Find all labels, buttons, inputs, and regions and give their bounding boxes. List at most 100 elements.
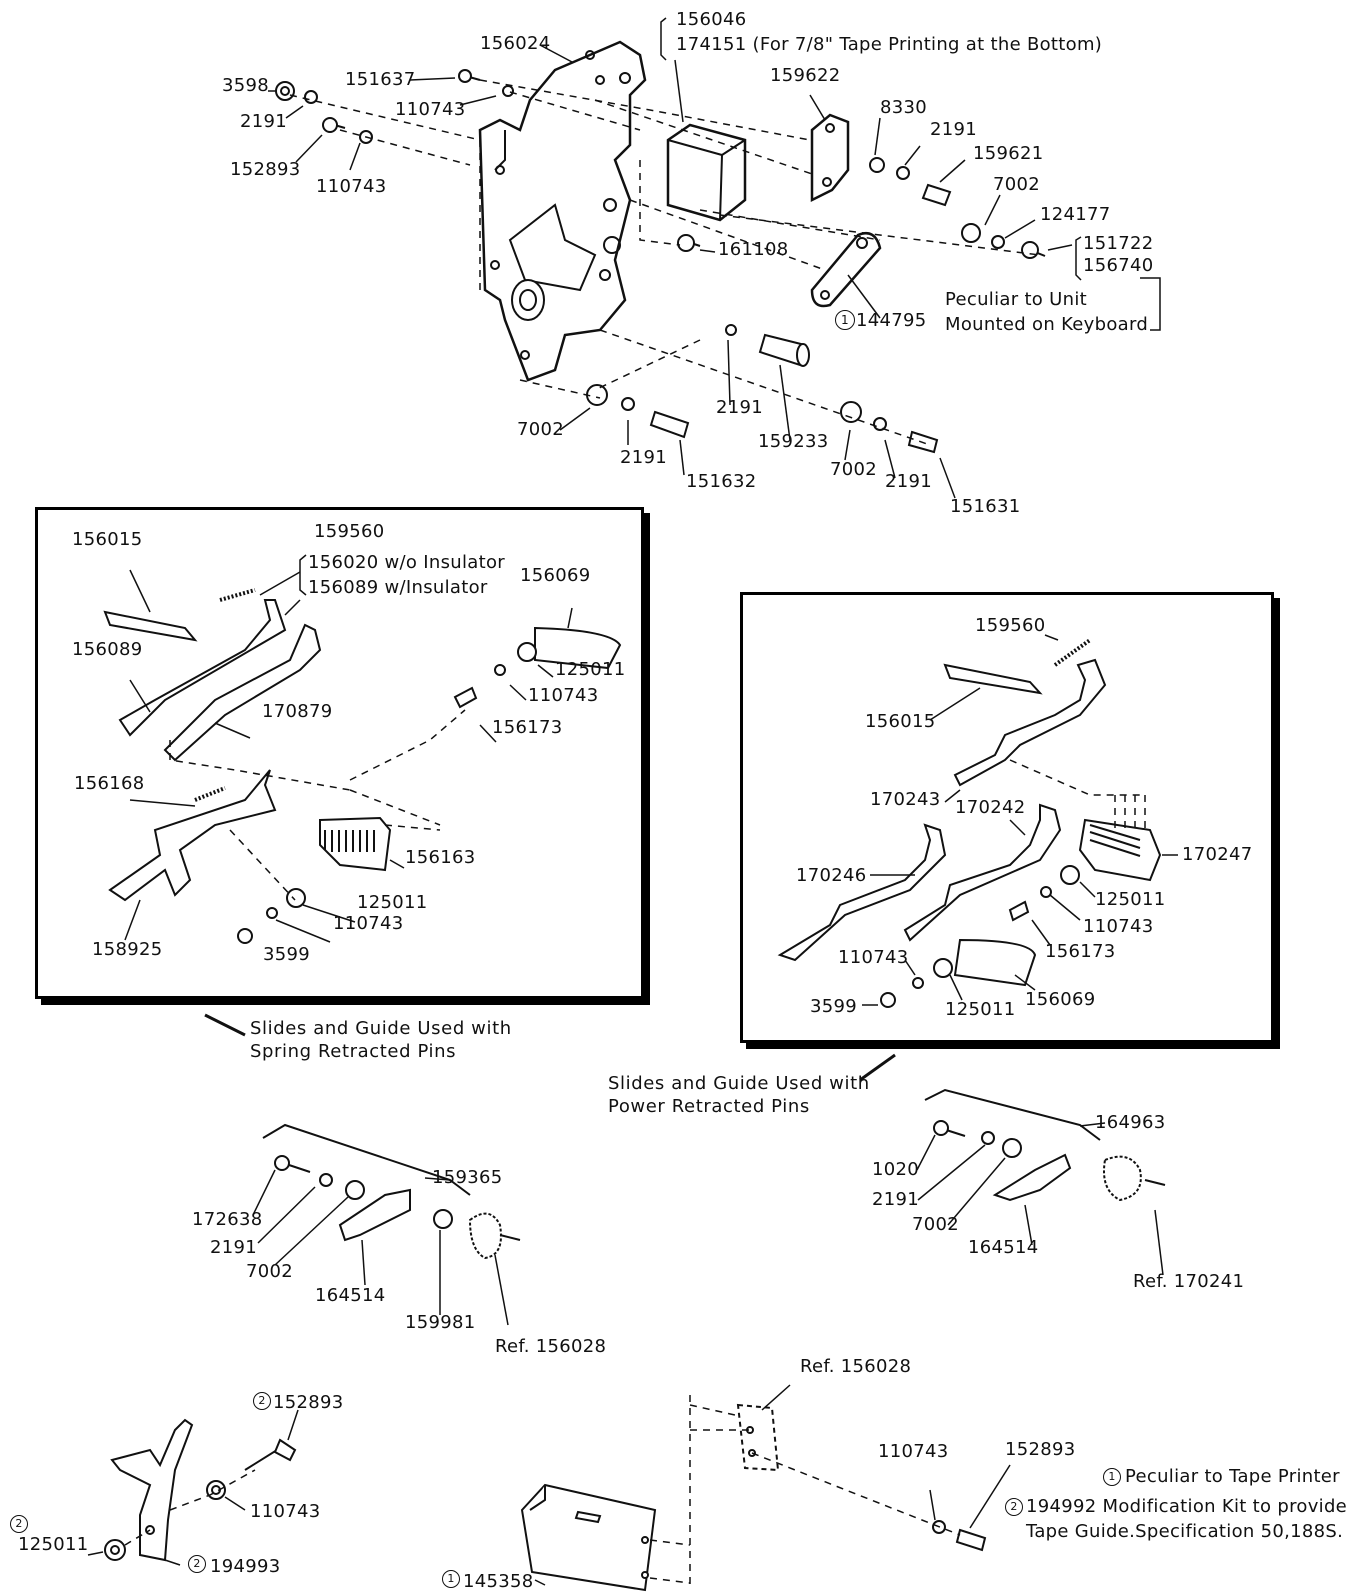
label-156168: 156168 [74, 773, 145, 794]
label-7002-ml: 7002 [246, 1261, 294, 1282]
label-124177: 124177 [1040, 204, 1111, 225]
label-7002-a: 7002 [993, 174, 1041, 195]
label-174151: 174151 (For 7/8" Tape Printing at the Bo… [676, 34, 1103, 55]
label-156740: 156740 [1083, 255, 1154, 276]
label-164514-ml: 164514 [315, 1285, 386, 1306]
middle-left-parts [262, 1123, 521, 1260]
label-161108: 161108 [718, 239, 789, 260]
note-keyboard-line1: Peculiar to Unit [945, 289, 1087, 310]
dashed-assembly-lines-top [289, 79, 1041, 446]
label-151631: 151631 [950, 496, 1021, 517]
note-keyboard-line2: Mounted on Keyboard [945, 314, 1149, 335]
label-170247: 170247 [1182, 844, 1253, 865]
ref-156028-ml: Ref. 156028 [495, 1336, 607, 1357]
label-159560: 159560 [314, 521, 385, 542]
label-110743-a-right: 110743 [1083, 916, 1154, 937]
label-110743-bottom-b: 110743 [878, 1441, 949, 1462]
label-125011-b: 125011 [357, 892, 428, 913]
bottom-left-parts [104, 1418, 297, 1562]
label-7002-c: 7002 [830, 459, 878, 480]
bottom-left-leaders [87, 1409, 299, 1566]
label-159365: 159365 [432, 1167, 503, 1188]
circle-2-marker-a: 2 [253, 1392, 271, 1410]
label-152893-mod: 152893 [273, 1392, 344, 1413]
caption-pointers [204, 1013, 896, 1082]
circle-2-marker-note: 2 [1005, 1498, 1023, 1516]
label-170879: 170879 [262, 701, 333, 722]
label-125011-bottom: 125011 [18, 1534, 89, 1555]
label-152893: 152893 [230, 159, 301, 180]
right-box-leaders [862, 634, 1178, 1006]
label-156069-right: 156069 [1025, 989, 1096, 1010]
terminal-block-156046 [666, 123, 747, 222]
circle-1-marker-note: 1 [1103, 1468, 1121, 1486]
caption-power-retracted-line2: Power Retracted Pins [608, 1096, 810, 1117]
label-3598: 3598 [222, 75, 270, 96]
middle-right-leaders [916, 1122, 1164, 1276]
left-box-leaders [124, 554, 573, 943]
label-156089-insulator: 156089 w/Insulator [308, 577, 488, 598]
leader-lines-top [268, 17, 1161, 499]
note-peculiar-tape-printer: Peculiar to Tape Printer [1125, 1466, 1340, 1487]
label-8330: 8330 [880, 97, 928, 118]
circle-1-marker: 1 [835, 310, 855, 330]
label-156163: 156163 [405, 847, 476, 868]
label-7002-mr: 7002 [912, 1214, 960, 1235]
label-2191-d: 2191 [620, 447, 668, 468]
ref-156028-bottom: Ref. 156028 [800, 1356, 912, 1377]
label-156015: 156015 [72, 529, 143, 550]
label-152893-bottom: 152893 [1005, 1439, 1076, 1460]
label-3599: 3599 [263, 944, 311, 965]
label-156069: 156069 [520, 565, 591, 586]
bottom-center-parts [520, 1403, 987, 1592]
label-110743-b-left: 110743 [333, 913, 404, 934]
label-2191-ml: 2191 [210, 1237, 258, 1258]
label-156015-right: 156015 [865, 711, 936, 732]
hardware-top [275, 69, 1046, 454]
label-170242: 170242 [955, 797, 1026, 818]
label-156089: 156089 [72, 639, 143, 660]
right-box-dashed [1009, 759, 1146, 830]
bracket-159622 [810, 113, 850, 203]
label-159621: 159621 [973, 143, 1044, 164]
label-110743-a: 110743 [395, 99, 466, 120]
main-mounting-plate [478, 40, 647, 382]
label-156173-right: 156173 [1045, 941, 1116, 962]
plate-144795 [810, 231, 882, 308]
middle-left-leaders [252, 1169, 509, 1326]
circle-2-marker-c: 2 [188, 1555, 206, 1573]
note-modification-kit-line1: 194992 Modification Kit to provide [1026, 1496, 1348, 1517]
label-159233: 159233 [758, 431, 829, 452]
label-145358: 145358 [463, 1571, 534, 1592]
label-158925: 158925 [92, 939, 163, 960]
label-2191-c: 2191 [716, 397, 764, 418]
note-modification-kit-line2: Tape Guide.Specification 50,188S. [1026, 1521, 1344, 1542]
label-156024: 156024 [480, 33, 551, 54]
label-125011-b-right: 125011 [945, 999, 1016, 1020]
label-3599-right: 3599 [810, 996, 858, 1017]
label-151632: 151632 [686, 471, 757, 492]
right-box-parts [777, 638, 1162, 1008]
label-2191-e: 2191 [885, 471, 933, 492]
label-110743-b-right: 110743 [838, 947, 909, 968]
circle-2-marker-b: 2 [10, 1515, 28, 1533]
label-159560-right: 159560 [975, 615, 1046, 636]
label-172638: 172638 [192, 1209, 263, 1230]
label-125011-a-right: 125011 [1095, 889, 1166, 910]
label-110743-b: 110743 [316, 176, 387, 197]
label-159622: 159622 [770, 65, 841, 86]
label-170246: 170246 [796, 865, 867, 886]
middle-right-parts [924, 1088, 1166, 1202]
label-170243: 170243 [870, 789, 941, 810]
caption-power-retracted-line1: Slides and Guide Used with [608, 1073, 870, 1094]
label-2191-b: 2191 [930, 119, 978, 140]
power-retracted-pins-panel [740, 592, 1274, 1043]
label-164514-mr: 164514 [968, 1237, 1039, 1258]
label-125011-a: 125011 [555, 659, 626, 680]
left-box-parts [103, 588, 622, 944]
label-2191-a: 2191 [240, 111, 288, 132]
spacer-159233 [758, 333, 810, 367]
label-194993: 194993 [210, 1556, 281, 1577]
label-110743-a-left: 110743 [528, 685, 599, 706]
